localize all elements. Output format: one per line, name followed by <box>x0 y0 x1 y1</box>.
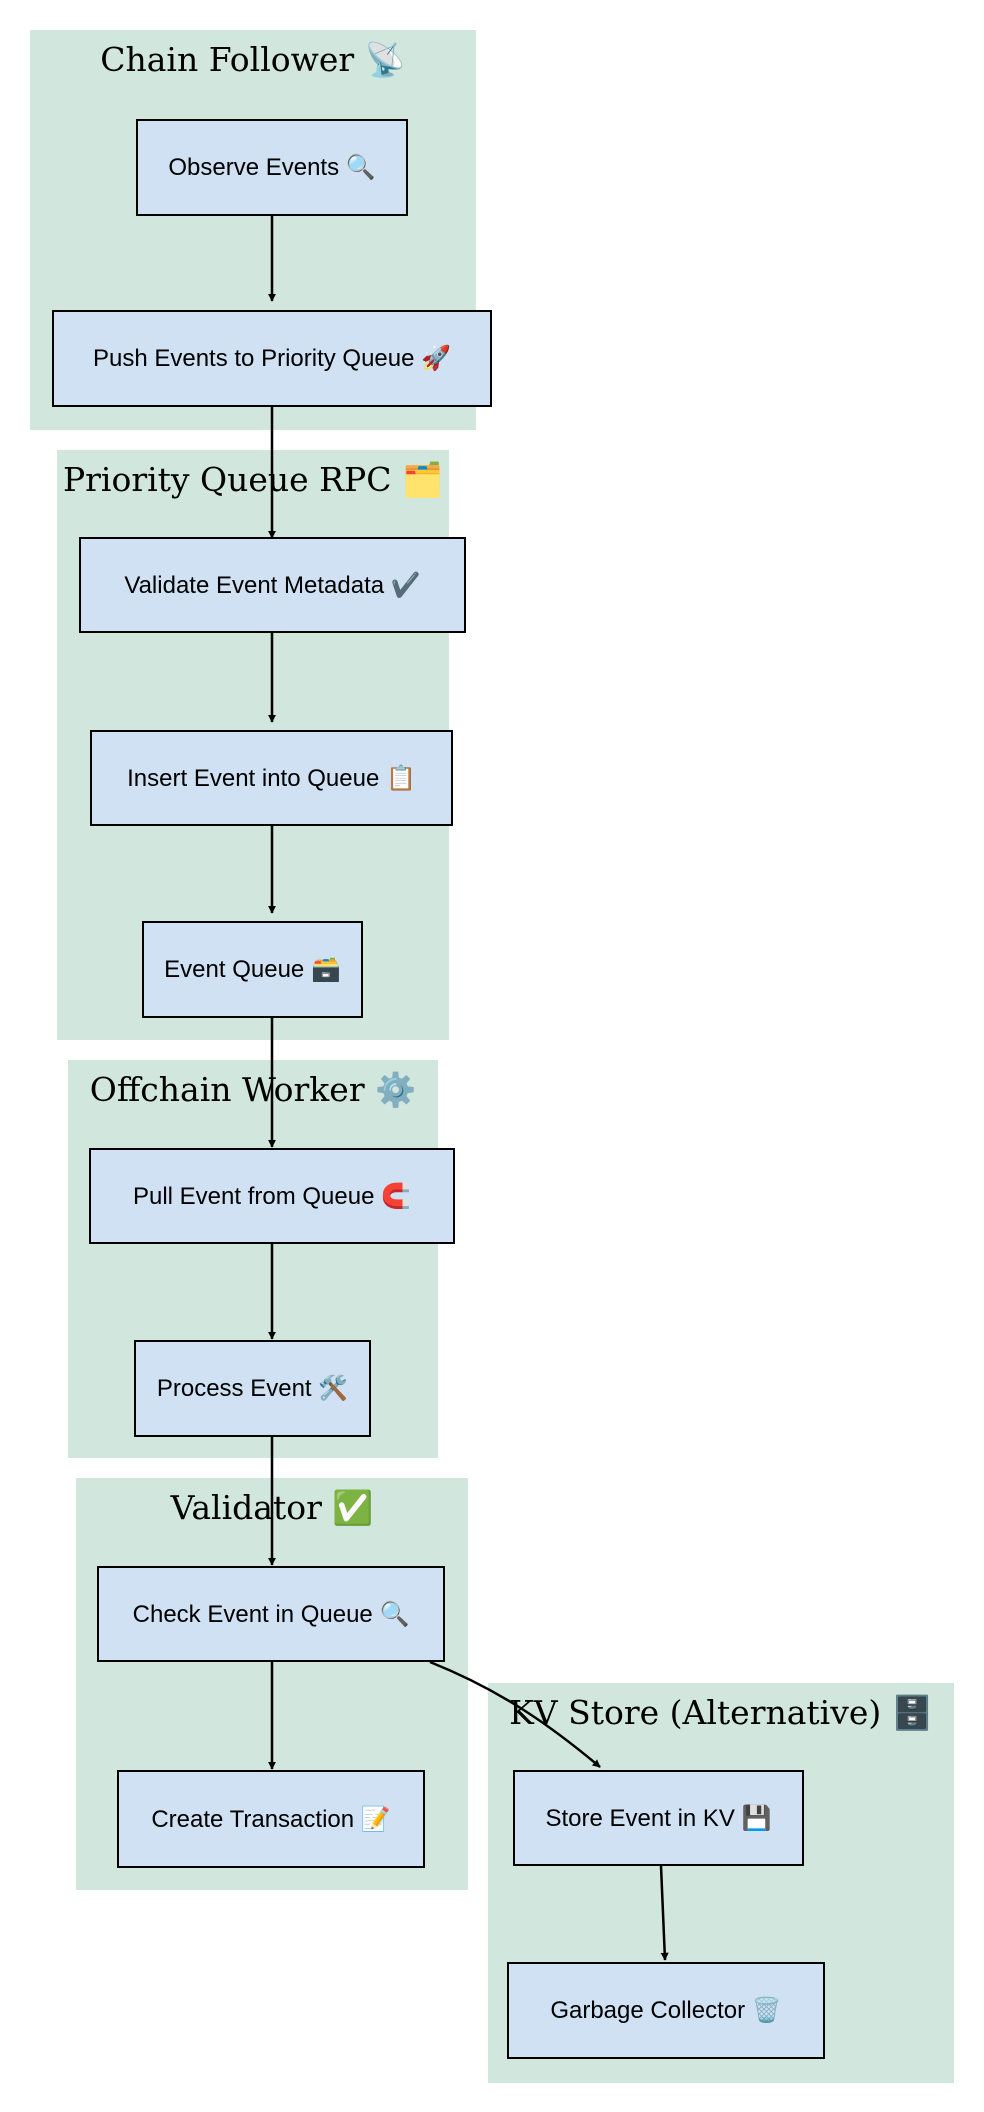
node-insert-event[interactable]: Insert Event into Queue 📋 <box>90 730 453 826</box>
node-create-transaction[interactable]: Create Transaction 📝 <box>117 1770 425 1868</box>
cluster-title-kv-store: KV Store (Alternative) 🗄️ <box>509 1693 933 1732</box>
node-label: Store Event in KV 💾 <box>545 1804 772 1832</box>
node-label: Push Events to Priority Queue 🚀 <box>92 345 452 372</box>
node-label: Observe Events 🔍 <box>168 154 376 181</box>
node-label: Create Transaction 📝 <box>151 1805 391 1833</box>
node-label: Pull Event from Queue 🧲 <box>132 1182 411 1210</box>
cluster-title-priority-queue-rpc: Priority Queue RPC 🗂️ <box>62 460 444 499</box>
node-label: Validate Event Metadata ✔️ <box>124 571 421 599</box>
node-label: Process Event 🛠️ <box>156 1375 349 1402</box>
node-store-event-kv[interactable]: Store Event in KV 💾 <box>513 1770 804 1866</box>
cluster-title-offchain-worker: Offchain Worker ⚙️ <box>89 1070 417 1109</box>
node-label: Insert Event into Queue 📋 <box>127 764 416 792</box>
node-check-event[interactable]: Check Event in Queue 🔍 <box>97 1566 445 1662</box>
node-observe-events[interactable]: Observe Events 🔍 <box>136 119 408 216</box>
node-pull-event[interactable]: Pull Event from Queue 🧲 <box>89 1148 455 1244</box>
node-process-event[interactable]: Process Event 🛠️ <box>134 1340 371 1437</box>
node-garbage-collector[interactable]: Garbage Collector 🗑️ <box>507 1962 825 2059</box>
node-label: Check Event in Queue 🔍 <box>132 1600 410 1628</box>
cluster-title-chain-follower: Chain Follower 📡 <box>100 40 406 79</box>
node-validate-metadata[interactable]: Validate Event Metadata ✔️ <box>79 537 466 633</box>
cluster-title-validator: Validator ✅ <box>170 1488 374 1527</box>
node-label: Garbage Collector 🗑️ <box>550 1997 782 2024</box>
node-push-events[interactable]: Push Events to Priority Queue 🚀 <box>52 310 492 407</box>
node-label: Event Queue 🗃️ <box>164 956 341 983</box>
node-event-queue[interactable]: Event Queue 🗃️ <box>142 921 363 1018</box>
